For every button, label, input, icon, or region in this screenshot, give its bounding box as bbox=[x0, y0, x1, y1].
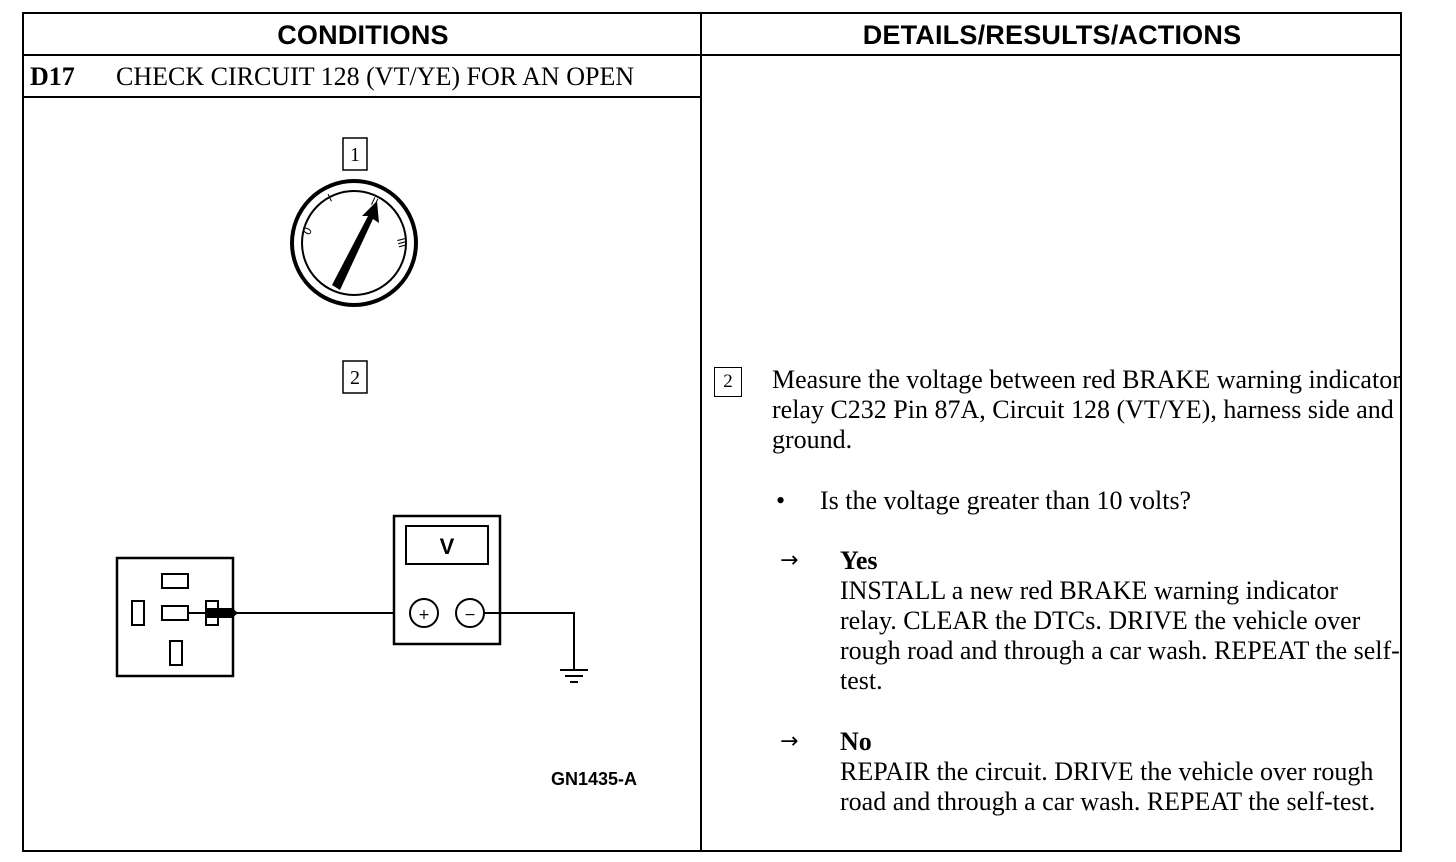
step-number-box: 2 bbox=[714, 367, 742, 397]
switch-pos-3: III bbox=[394, 236, 409, 249]
arrow-icon: → bbox=[780, 729, 799, 754]
details-header: DETAILS/RESULTS/ACTIONS bbox=[862, 19, 1242, 50]
test-lead bbox=[188, 608, 416, 618]
answer-no: → No REPAIR the circuit. DRIVE the vehic… bbox=[780, 727, 1400, 817]
answer-yes: → Yes INSTALL a new red BRAKE warning in… bbox=[780, 546, 1400, 696]
callout-1-label: 1 bbox=[350, 144, 360, 166]
figure-id: GN1435-A bbox=[551, 769, 637, 789]
question-text: Is the voltage greater than 10 volts? bbox=[820, 486, 1192, 515]
column-divider bbox=[700, 14, 702, 850]
step-title-text: CHECK CIRCUIT 128 (VT/YE) FOR AN OPEN bbox=[116, 62, 635, 91]
answer-yes-label: Yes bbox=[840, 546, 878, 575]
bullet: • bbox=[776, 486, 786, 515]
arrow-icon: → bbox=[780, 548, 799, 573]
diagnostic-table: CONDITIONS DETAILS/RESULTS/ACTIONS D17 C… bbox=[22, 12, 1402, 852]
ground-icon bbox=[484, 612, 588, 683]
meter-plus: + bbox=[418, 607, 430, 623]
header-divider bbox=[24, 54, 1400, 56]
answer-yes-text: INSTALL a new red BRAKE warning indicato… bbox=[840, 576, 1400, 695]
answer-no-text: REPAIR the circuit. DRIVE the vehicle ov… bbox=[840, 757, 1376, 816]
conditions-diagram: 1 0 I II III 2 bbox=[115, 137, 637, 789]
callout-2-box bbox=[342, 360, 368, 394]
voltmeter-icon: V + − bbox=[392, 514, 502, 646]
title-divider bbox=[24, 96, 700, 98]
callout-2-label: 2 bbox=[350, 367, 360, 389]
ignition-switch-icon: 0 I II III bbox=[290, 179, 418, 307]
relay-connector bbox=[115, 556, 235, 678]
instruction-text: Measure the voltage between red BRAKE wa… bbox=[772, 365, 1401, 454]
callout-1-box bbox=[342, 137, 368, 171]
switch-pos-2: II bbox=[369, 195, 380, 210]
conditions-header: CONDITIONS bbox=[277, 19, 449, 50]
step-title: D17 CHECK CIRCUIT 128 (VT/YE) FOR AN OPE… bbox=[30, 59, 634, 95]
step-code: D17 bbox=[30, 62, 75, 91]
switch-pos-1: I bbox=[326, 192, 334, 205]
question: • Is the voltage greater than 10 volts? bbox=[776, 486, 1191, 516]
meter-minus: − bbox=[464, 607, 476, 623]
answer-no-label: No bbox=[840, 727, 872, 756]
meter-label: V bbox=[440, 534, 455, 559]
